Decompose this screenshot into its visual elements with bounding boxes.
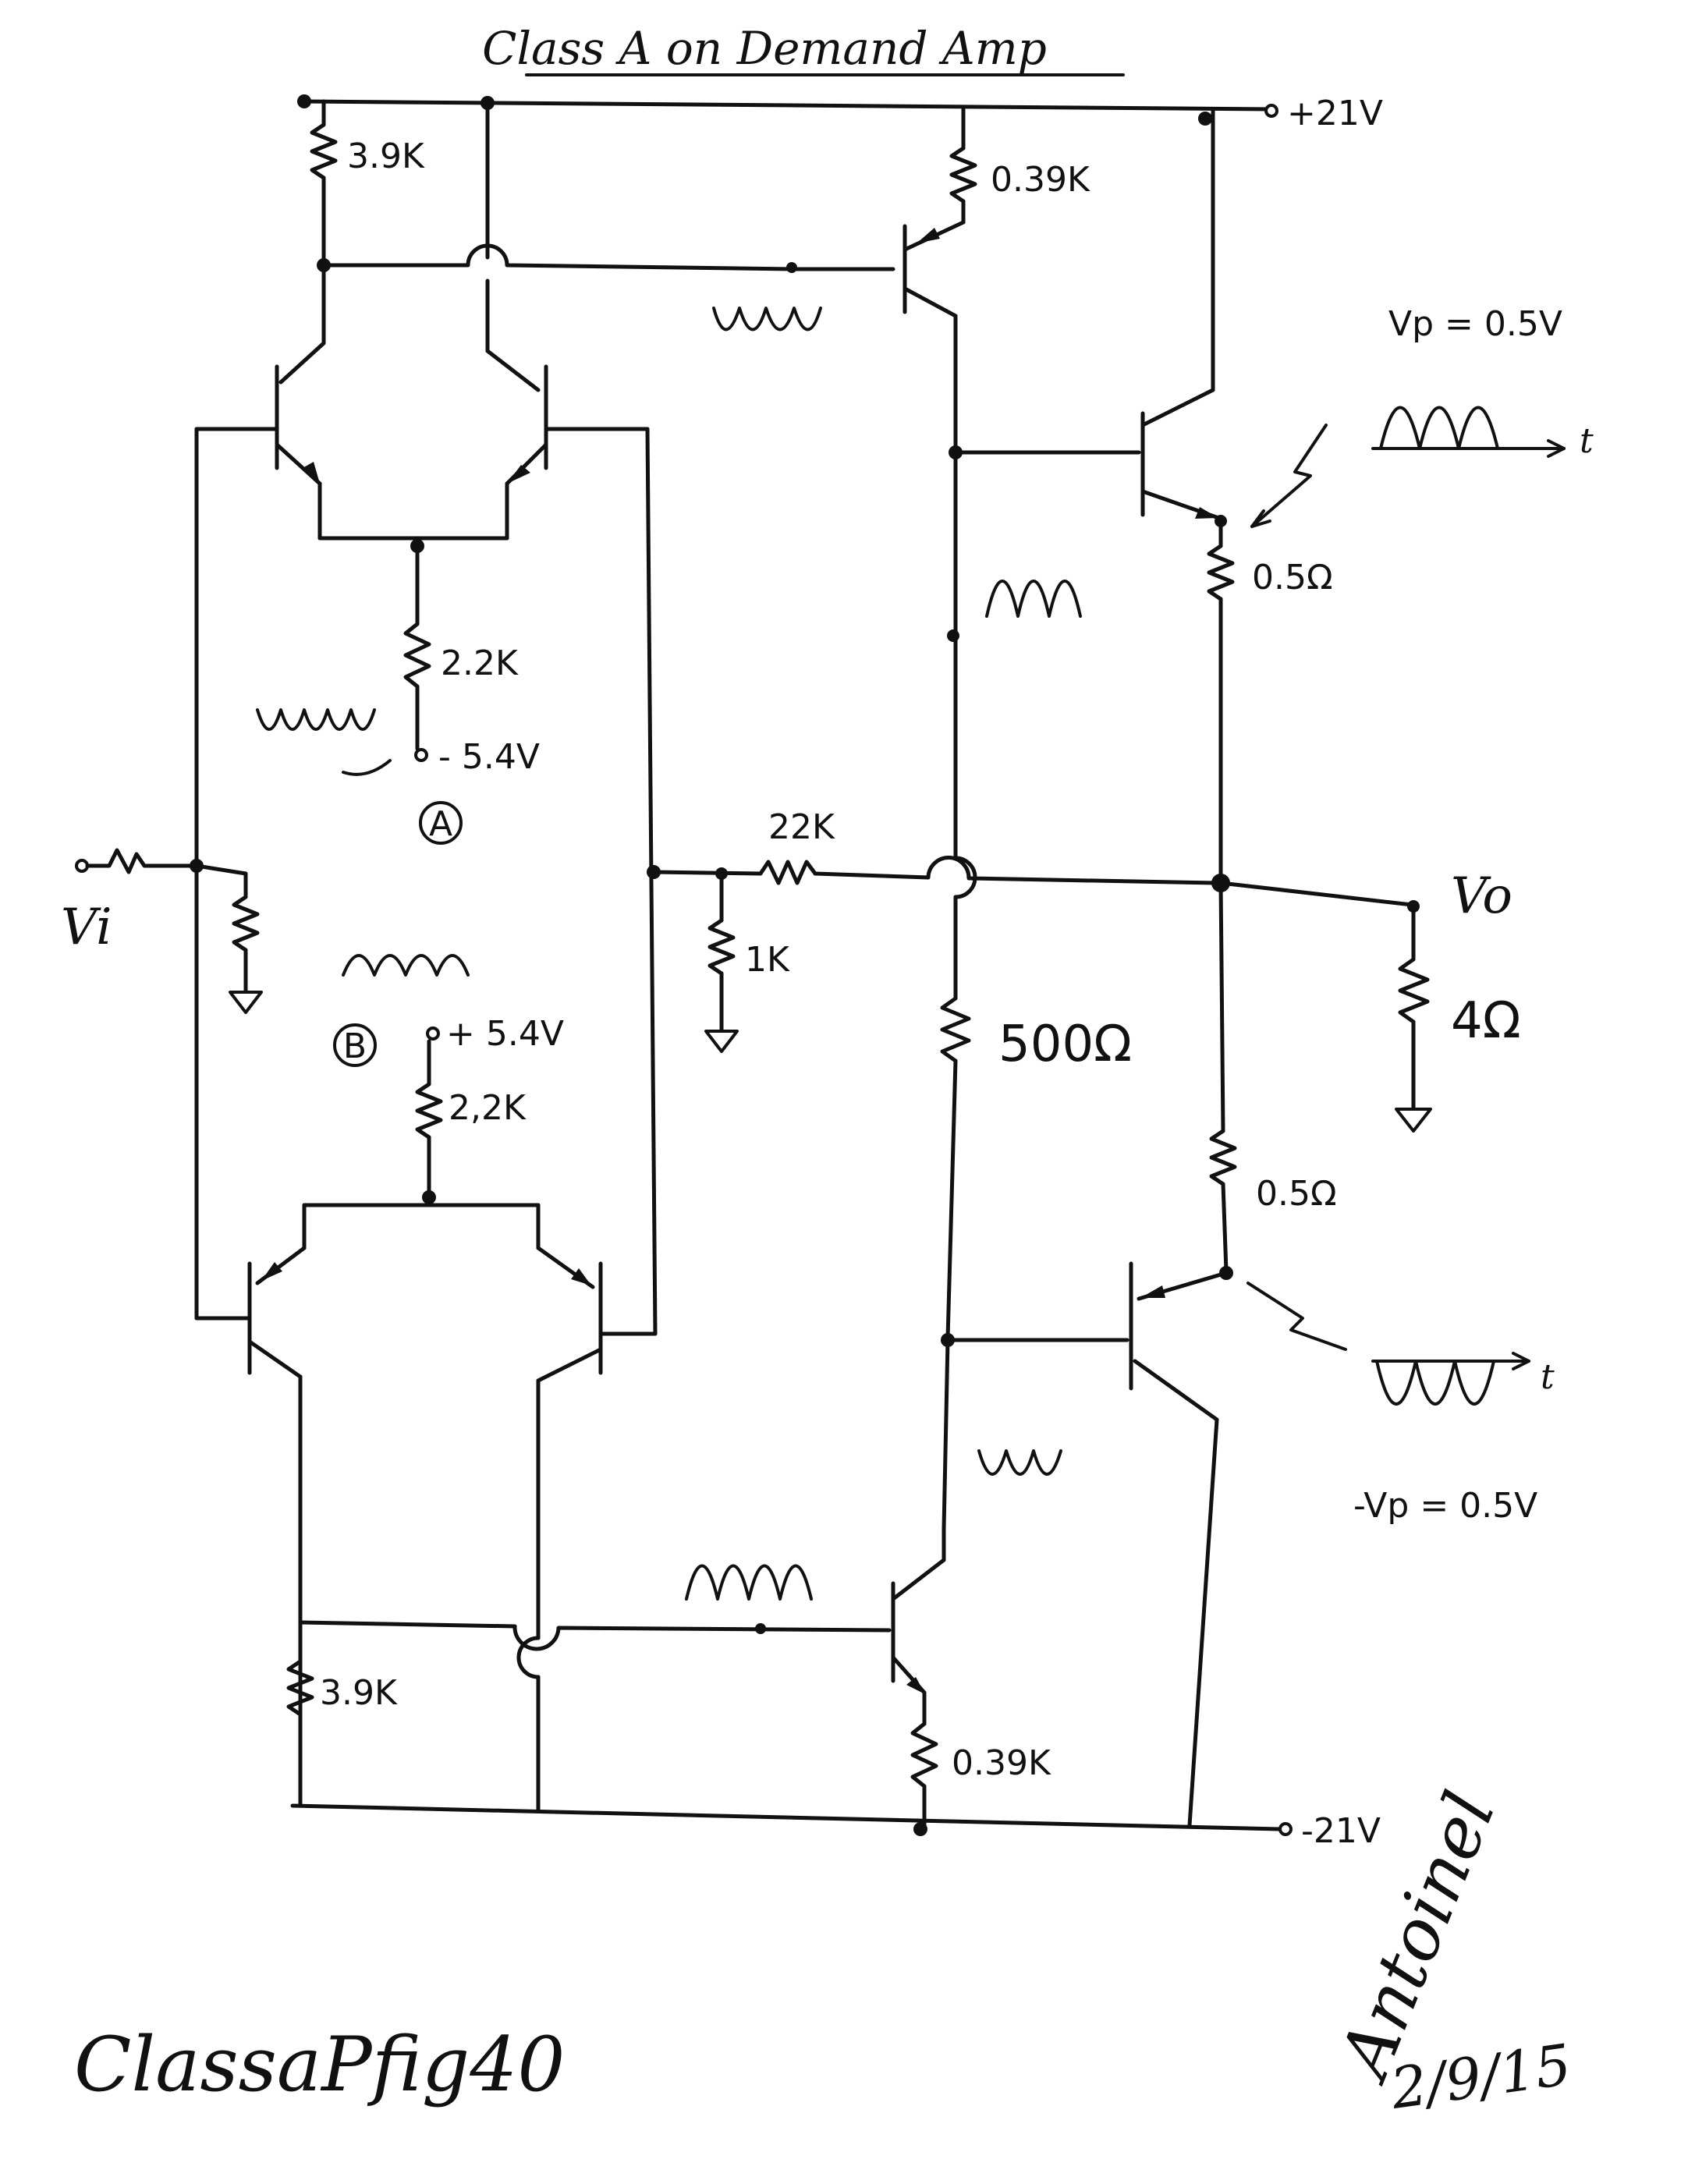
vp-top-label: Vp = 0.5V [1388, 304, 1562, 344]
waveform-sketch-b [342, 954, 470, 977]
resistor-2-2k-a-label: 2.2K [441, 644, 519, 683]
resistor-2-2k-b [415, 1039, 443, 1200]
resistor-1k-label: 1K [745, 940, 790, 980]
negative-rail-label: -21V [1301, 1811, 1381, 1851]
positive-rail [302, 99, 1278, 118]
upper-left-npn-transistor [275, 263, 326, 541]
supply-a-voltage: - 5.4V [438, 737, 540, 777]
waveform-vp-bottom [1371, 1352, 1530, 1406]
figure-id: ClassaPfig40 [74, 2021, 565, 2108]
resistor-0-39k-top-label: 0.39K [991, 160, 1090, 200]
lower-left-pnp-transistor [247, 1203, 307, 1808]
resistor-0-5-ohm-top-label: 0.5Ω [1252, 558, 1333, 597]
current-probe-arrow-bottom [1246, 1282, 1347, 1351]
input-terminal[interactable] [75, 848, 197, 874]
waveform-sketch-a [256, 708, 392, 776]
resistor-2-2k-a [403, 544, 431, 762]
resistor-1k-feedback-ground [704, 871, 739, 1053]
resistor-22k-feedback [758, 856, 1219, 885]
resistor-4-ohm-load [1395, 904, 1432, 1133]
resistor-500-ohm-label: 500Ω [998, 1016, 1132, 1073]
supply-b-voltage: + 5.4V [446, 1014, 564, 1054]
resistor-500-ohm-bias [940, 965, 971, 1340]
wire-to-vas-pnp-base [321, 243, 895, 271]
waveform-sketch-bottom-base [685, 1564, 813, 1601]
waveform-vp-top [1371, 406, 1566, 458]
wire [942, 1338, 950, 1531]
waveform-sketch-vas-lower [977, 1449, 1062, 1476]
waveform-sketch-vas-mid [985, 580, 1082, 618]
junction-dot [755, 1623, 766, 1634]
resistor-0-5-ohm-bottom-label: 0.5Ω [1256, 1174, 1337, 1214]
output-label: Vo [1451, 867, 1512, 925]
wire [645, 427, 658, 1336]
wire [651, 870, 763, 876]
resistor-3-9k-top [310, 99, 338, 268]
wire-to-lower-npn-base [512, 1624, 892, 1651]
upper-output-npn-transistor [1140, 107, 1223, 521]
negative-rail [290, 1803, 1293, 1836]
resistor-22k-label: 22K [768, 807, 835, 847]
resistor-3-9k-bottom [286, 1620, 314, 1808]
resistor-0-39k-bottom [910, 1721, 938, 1831]
vas-top-pnp-transistor [903, 220, 977, 970]
diagram-title: Class A on Demand Amp [482, 22, 1047, 75]
upper-right-npn-transistor [485, 349, 548, 541]
resistor-0-39k-bottom-label: 0.39K [952, 1743, 1051, 1783]
resistor-0-5-ohm-top [1207, 519, 1235, 885]
resistor-3-9k-top-label: 3.9K [347, 136, 425, 176]
input-label: Vi [61, 899, 112, 956]
resistor-2-2k-b-label: 2,2K [449, 1088, 527, 1128]
current-probe-arrow-top [1250, 424, 1328, 528]
vas-bottom-npn-transistor [891, 1526, 946, 1726]
resistor-0-39k-top [949, 107, 977, 225]
supply-b-terminal [426, 1026, 440, 1041]
positive-rail-label: +21V [1287, 94, 1383, 133]
lower-right-pnp-transistor [516, 1203, 603, 1812]
junction-dot [913, 1822, 927, 1836]
wire [298, 1620, 517, 1629]
resistor-3-9k-bottom-label: 3.9K [320, 1673, 398, 1713]
resistor-4-ohm-label: 4Ω [1451, 992, 1521, 1050]
waveform-sketch-top-left [712, 307, 822, 332]
node-b-marker: B [333, 1023, 377, 1067]
output-wire [1218, 881, 1414, 907]
time-axis-label-bottom: t [1541, 1357, 1555, 1397]
junction-dot [1198, 112, 1212, 126]
node-b-label: B [343, 1026, 367, 1066]
node-a-marker: A [419, 801, 463, 845]
node-a-label: A [429, 804, 452, 844]
junction-dot [297, 94, 311, 108]
resistor-0-5-ohm-bottom [1209, 881, 1237, 1274]
lower-output-pnp-transistor [945, 1261, 1229, 1828]
junction-dot [786, 262, 797, 273]
time-axis-label-top: t [1580, 421, 1594, 461]
input-shunt-resistor [194, 863, 263, 1014]
junction-dot [947, 629, 959, 642]
junction-dot [422, 1190, 436, 1204]
vp-bottom-label: -Vp = 0.5V [1353, 1486, 1537, 1526]
